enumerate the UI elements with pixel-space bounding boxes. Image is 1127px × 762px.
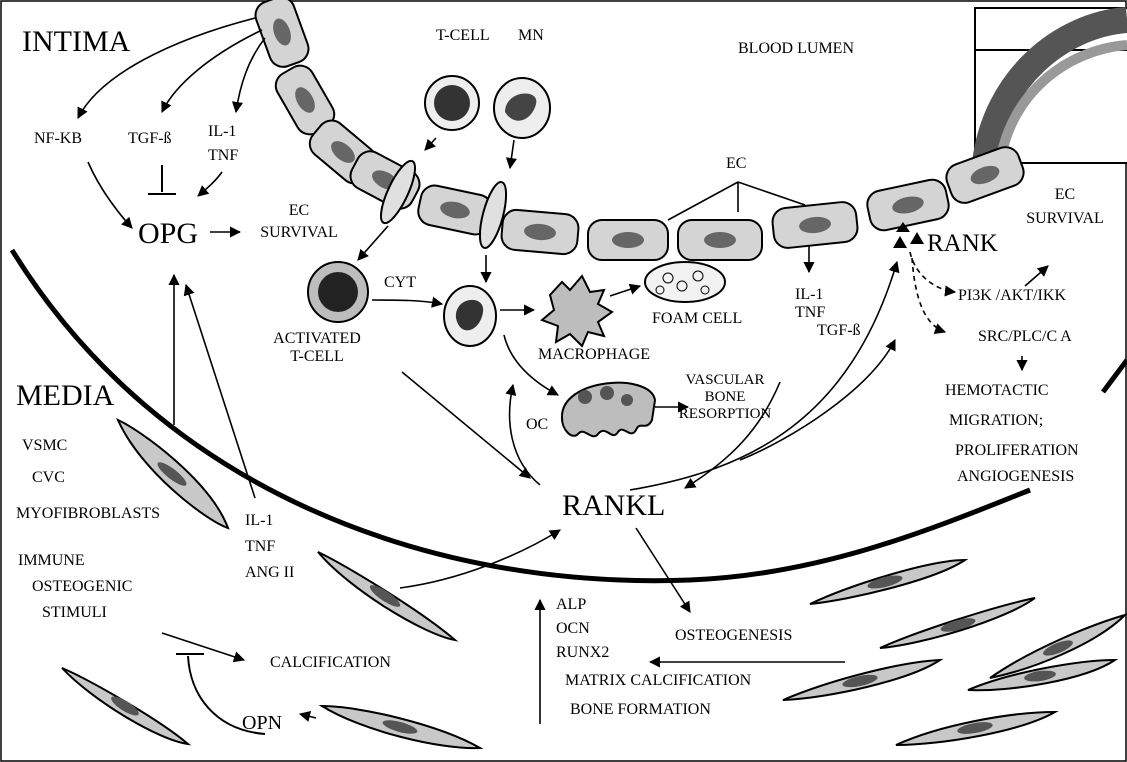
tgf-beta-label: TGF-ß [128, 130, 172, 148]
signaling-src-label: SRC/PLC/C A [978, 328, 1072, 346]
outcomes-label: HEMOTACTIC MIGRATION; PROLIFERATION ANGI… [945, 382, 1079, 486]
monocyte-drawing [494, 78, 550, 138]
rankl-label: RANKL [562, 490, 665, 522]
opn-label: OPN [242, 714, 282, 732]
macrophage-label: MACROPHAGE [538, 346, 650, 364]
myofibroblasts-label: MYOFIBROBLASTS [16, 505, 160, 523]
signaling-dashed-arrows [910, 252, 955, 332]
matrix-calcification-label: MATRIX CALCIFICATION [565, 672, 751, 690]
rank-label: RANK [927, 230, 998, 258]
endothelial-cell-layer [252, 0, 1028, 260]
macrophage-drawing [542, 276, 612, 346]
media-boundary-curve [12, 250, 1030, 581]
oc-label: OC [526, 416, 548, 434]
calcification-label: CALCIFICATION [270, 654, 391, 672]
monocyte-intima-drawing [444, 286, 496, 346]
t-cell-label: T-CELL [436, 27, 490, 45]
osteogenesis-label: OSTEOGENESIS [675, 627, 792, 645]
blood-lumen-label: BLOOD LUMEN [738, 40, 854, 58]
foam-cell-label: FOAM CELL [652, 310, 742, 328]
bone-formation-label: BONE FORMATION [570, 701, 711, 719]
cvc-label: CVC [32, 469, 65, 487]
stimuli-label: IMMUNE OSTEOGENIC STIMULI [18, 552, 132, 622]
outer-boundary-stub [1103, 360, 1127, 392]
mn-label: MN [518, 27, 544, 45]
osteoclast-drawing [562, 383, 655, 437]
cyt-label: CYT [384, 274, 416, 292]
opg-label: OPG [138, 218, 198, 250]
foam-cell-drawing [645, 262, 725, 302]
t-cell-drawing [425, 76, 479, 130]
vsmc-label: VSMC [22, 437, 67, 455]
media-label: MEDIA [16, 380, 114, 412]
nf-kb-label: NF-KB [34, 130, 82, 148]
intima-label: INTIMA [22, 26, 130, 58]
signaling-pi3k-label: PI3K /AKT/IKK [958, 287, 1066, 305]
vessel-cross-section-inset [975, 8, 1127, 163]
ec-label: EC [726, 155, 746, 173]
activated-t-cell-drawing [308, 262, 368, 322]
